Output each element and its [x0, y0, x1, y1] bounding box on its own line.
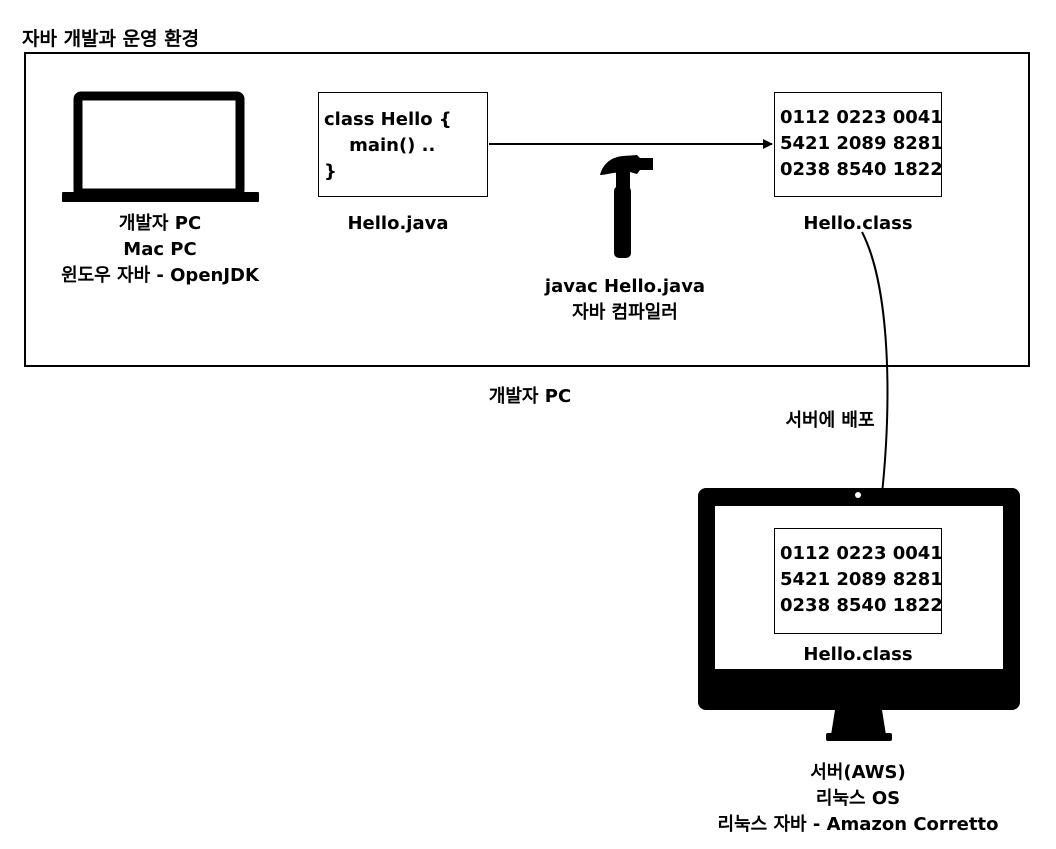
code-line: class Hello {: [324, 109, 452, 130]
deploy-arrow: [861, 231, 889, 527]
dev-pc-line-3: 윈도우 자바 - OpenJDK: [61, 265, 259, 286]
server-line-1: 서버(AWS): [810, 762, 906, 783]
bytecode-line: 0238 8540 1822: [780, 159, 943, 180]
hammer-icon: [600, 155, 653, 258]
class-filename: Hello.class: [803, 213, 913, 234]
server-line-2: 리눅스 OS: [815, 788, 901, 809]
server-line-3: 리눅스 자바 - Amazon Corretto: [717, 814, 999, 835]
bytecode-line: 0112 0223 0041: [780, 107, 943, 128]
deploy-label: 서버에 배포: [785, 410, 875, 431]
bytecode-line: 5421 2089 8281: [780, 569, 943, 590]
dev-frame-label: 개발자 PC: [488, 386, 572, 407]
dev-pc-label: 개발자 PC Mac PC 윈도우 자바 - OpenJDK: [60, 211, 260, 289]
bytecode-line: 5421 2089 8281: [780, 133, 943, 154]
code-line: main() ..: [324, 135, 436, 156]
compiler-name: 자바 컴파일러: [572, 302, 678, 323]
bytecode-line: 0112 0223 0041: [780, 543, 943, 564]
dev-environment-frame: [24, 52, 1030, 367]
server-label: 서버(AWS) 리눅스 OS 리눅스 자바 - Amazon Corretto: [690, 760, 1026, 838]
compiler-label: javac Hello.java 자바 컴파일러: [535, 274, 715, 326]
dev-pc-line-1: 개발자 PC: [118, 213, 202, 234]
dev-pc-line-2: Mac PC: [123, 239, 197, 260]
source-filename: Hello.java: [347, 213, 449, 234]
server-bytecode-box: 0112 0223 0041 5421 2089 8281 0238 8540 …: [774, 528, 943, 634]
source-code-box: class Hello { main() ..}: [318, 92, 488, 197]
bytecode-line: 0238 8540 1822: [780, 595, 943, 616]
diagram-title: 자바 개발과 운영 환경: [22, 28, 200, 50]
laptop-icon: [62, 91, 259, 202]
code-line: }: [324, 161, 337, 182]
server-class-filename: Hello.class: [803, 644, 913, 665]
bytecode-box: 0112 0223 0041 5421 2089 8281 0238 8540 …: [774, 92, 943, 197]
compiler-command: javac Hello.java: [544, 276, 706, 297]
